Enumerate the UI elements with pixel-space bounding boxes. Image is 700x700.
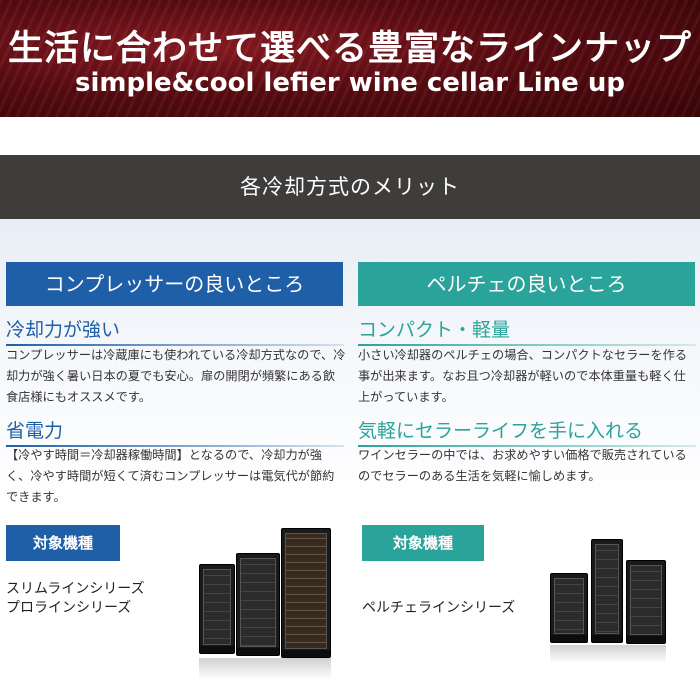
peltier-series-list: ペルチェラインシリーズ bbox=[362, 599, 515, 618]
series-slimline: スリムラインシリーズ bbox=[6, 581, 145, 597]
peltier-header: ペルチェの良いところ bbox=[358, 262, 695, 306]
peltier-feature2-title: 気軽にセラーライフを手に入れる bbox=[358, 416, 696, 447]
compressor-feature1-title: 冷却力が強い bbox=[6, 315, 344, 346]
peltier-column: ペルチェの良いところ コンパクト・軽量 小さい冷却器のペルチェの場合、コンパクト… bbox=[358, 219, 698, 700]
compressor-series-list: スリムラインシリーズ プロラインシリーズ bbox=[6, 580, 145, 618]
series-proline: プロラインシリーズ bbox=[6, 600, 132, 616]
compressor-column: コンプレッサーの良いところ 冷却力が強い コンプレッサーは冷蔵庫にも使われている… bbox=[6, 219, 346, 700]
compressor-target-label: 対象機種 bbox=[6, 525, 120, 561]
banner: 生活に合わせて選べる豊富なラインナップ simple&cool lefier w… bbox=[0, 0, 700, 117]
compressor-feature2-text: 【冷やす時間＝冷却器稼働時間】となるので、冷却力が強く、冷やす時間が短くて済むコ… bbox=[6, 448, 335, 504]
section-title: 各冷却方式のメリット bbox=[0, 155, 700, 219]
compressor-header: コンプレッサーの良いところ bbox=[6, 262, 343, 306]
peltier-feature1-title: コンパクト・軽量 bbox=[358, 315, 696, 346]
peltier-feature2-text: ワインセラーの中では、お求めやすい価格で販売されているのでセラーのある生活を気軽… bbox=[358, 448, 687, 483]
comparison-content: コンプレッサーの良いところ 冷却力が強い コンプレッサーは冷蔵庫にも使われている… bbox=[0, 219, 700, 700]
peltier-target-label: 対象機種 bbox=[362, 525, 484, 561]
series-peltierline: ペルチェラインシリーズ bbox=[362, 600, 516, 616]
compressor-feature2-title: 省電力 bbox=[6, 416, 344, 447]
banner-subtitle: simple&cool lefier wine cellar Line up bbox=[75, 68, 625, 98]
banner-title: 生活に合わせて選べる豊富なラインナップ bbox=[7, 29, 692, 69]
compressor-feature1-text: コンプレッサーは冷蔵庫にも使われている冷却方式なので、冷却力が強く暑い日本の夏で… bbox=[6, 348, 346, 404]
peltier-feature1-text: 小さい冷却器のペルチェの場合、コンパクトなセラーを作る事が出来ます。なお且つ冷却… bbox=[358, 348, 688, 404]
